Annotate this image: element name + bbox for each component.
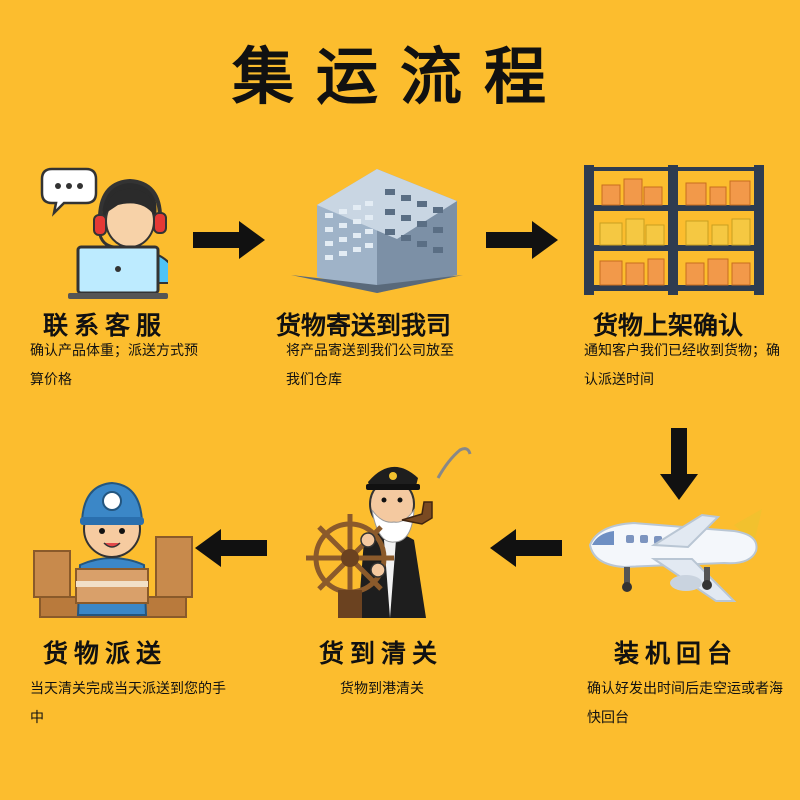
step-1-desc: 确认产品体重；派送方式预算价格 xyxy=(30,343,198,388)
step-2-title: 货物寄送到我司 xyxy=(276,311,452,340)
step-5-desc: 货物到港清关 xyxy=(340,681,424,697)
arrow-left-icon xyxy=(490,529,562,567)
page-title: 集运流程 xyxy=(231,40,568,113)
arrow-left-icon xyxy=(195,529,267,567)
warehouse-shelf-icon xyxy=(584,165,764,295)
office-building-icon xyxy=(291,169,463,293)
step-3-desc: 通知客户我们已经收到货物；确认派送时间 xyxy=(584,343,780,388)
arrow-right-icon xyxy=(486,221,558,259)
step-4-desc: 确认好发出时间后走空运或者海快回台 xyxy=(587,681,783,726)
delivery-courier-icon xyxy=(33,481,193,618)
arrow-down-icon xyxy=(660,428,698,500)
ship-captain-icon xyxy=(306,447,472,618)
step-3-title: 货物上架确认 xyxy=(593,311,744,340)
arrow-right-icon xyxy=(193,221,265,259)
airplane-icon xyxy=(588,509,762,602)
step-5-title: 货到清关 xyxy=(319,639,444,668)
step-6-title: 货物派送 xyxy=(43,639,168,668)
customer-service-icon xyxy=(40,167,168,299)
step-4-title: 装机回台 xyxy=(614,639,739,668)
step-6-desc: 当天清关完成当天派送到您的手中 xyxy=(30,681,226,726)
step-2-desc: 将产品寄送到我们公司放至我们仓库 xyxy=(286,343,454,388)
step-1-title: 联系客服 xyxy=(43,311,168,340)
